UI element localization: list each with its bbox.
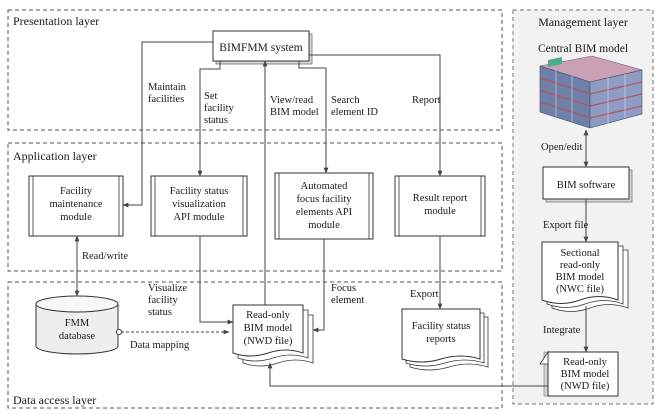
label-view-read-line-1: View/read <box>270 95 314 106</box>
facility-status-line-2: visualization <box>172 199 226 210</box>
readonly-center-line-3: (NWD file) <box>244 336 293 347</box>
facility-maintenance-line-2: maintenance <box>49 199 102 210</box>
automated-focus-module: Automated focus facility elements API mo… <box>274 172 374 240</box>
fmm-database-cylinder: FMM database <box>35 295 119 355</box>
label-export-file: Export file <box>543 220 589 231</box>
readonly-center-line-2: BIM model <box>244 323 293 334</box>
fmm-database-line-1: FMM <box>65 318 90 329</box>
label-view-read-line-2: BIM model <box>270 107 319 118</box>
label-open-edit: Open/edit <box>541 142 582 153</box>
sectional-line-1: Sectional <box>560 248 599 259</box>
automated-focus-line-3: elements API <box>296 207 353 218</box>
automated-focus-line-2: focus facility <box>296 194 352 205</box>
readonly-right-line-3: (NWD file) <box>561 381 610 392</box>
result-report-line-2: module <box>424 206 456 217</box>
facility-maintenance-line-1: Facility <box>60 186 93 197</box>
application-layer-frame <box>7 142 503 272</box>
application-layer-title: Application layer <box>13 149 97 163</box>
label-report: Report <box>412 95 441 106</box>
fmm-database-line-2: database <box>59 331 95 342</box>
label-visualize-line-3: status <box>148 307 172 318</box>
readonly-bim-right-box: Read-only BIM model (NWD file) <box>539 350 619 397</box>
reports-line-1: Facility status <box>412 321 471 332</box>
data-mapping-origin-dot <box>115 328 123 336</box>
result-report-module: Result report module <box>394 175 486 237</box>
label-maintain-line-1: Maintain <box>148 82 187 93</box>
label-visualize-line-1: Visualize <box>148 283 187 294</box>
management-layer-title: Management layer <box>538 15 628 29</box>
facility-maintenance-line-3: module <box>60 212 92 223</box>
arrow-report <box>309 54 443 177</box>
arrow-focus-element <box>312 239 325 333</box>
data-access-layer-title: Data access layer <box>13 393 96 407</box>
central-bim-model-title: Central BIM model <box>538 43 628 55</box>
data-access-layer-frame <box>7 281 503 409</box>
automated-focus-line-1: Automated <box>301 181 348 192</box>
label-read-write: Read/write <box>82 251 128 262</box>
arrow-set-facility-status <box>197 61 221 177</box>
result-report-line-1: Result report <box>413 193 468 204</box>
label-visualize-line-2: facility <box>148 295 178 306</box>
label-search-line-1: Search <box>331 95 360 106</box>
readonly-center-line-1: Read-only <box>246 310 290 321</box>
presentation-layer-title: Presentation layer <box>13 14 99 28</box>
arrow-maintain-facilities <box>122 41 213 208</box>
bim-software-label: BIM software <box>557 180 616 191</box>
readonly-bim-center-stack: Read-only BIM model (NWD file) <box>232 304 314 367</box>
readonly-right-line-1: Read-only <box>563 357 607 368</box>
label-focus-line-2: element <box>331 295 364 306</box>
sectional-line-3: BIM model <box>556 272 605 283</box>
label-set-status-line-3: status <box>204 115 228 126</box>
label-integrate: Integrate <box>543 325 581 336</box>
facility-status-line-1: Facility status <box>170 186 229 197</box>
automated-focus-line-4: module <box>308 220 340 231</box>
label-set-status-line-1: Set <box>204 91 218 102</box>
bimfmm-system-box <box>212 30 310 62</box>
label-search-line-2: element ID <box>331 107 378 118</box>
readonly-right-line-2: BIM model <box>561 369 610 380</box>
label-set-status-line-2: facility <box>204 103 234 114</box>
building-model-image <box>539 55 643 129</box>
facility-status-line-3: API module <box>173 212 224 223</box>
label-data-mapping: Data mapping <box>130 340 190 351</box>
sectional-line-2: read-only <box>560 260 601 271</box>
arrow-nwd-to-center <box>267 362 548 387</box>
label-maintain-line-2: facilities <box>148 94 184 105</box>
arrow-search-element-id <box>298 61 329 174</box>
sectional-line-4: (NWC file) <box>556 284 605 295</box>
reports-line-2: reports <box>426 334 455 345</box>
bimfmm-system-label: BIMFMM system <box>219 42 302 54</box>
arrow-visualize-facility-status <box>199 236 234 325</box>
facility-maintenance-module: Facility maintenance module <box>28 175 124 237</box>
facility-status-reports-stack: Facility status reports <box>401 308 489 371</box>
label-focus-line-1: Focus <box>331 283 356 294</box>
sectional-model-stack: Sectional read-only BIM model (NWC file) <box>541 241 629 312</box>
facility-status-module: Facility status visualization API module <box>150 175 248 237</box>
label-export: Export <box>410 289 439 300</box>
presentation-layer-frame <box>7 9 503 131</box>
